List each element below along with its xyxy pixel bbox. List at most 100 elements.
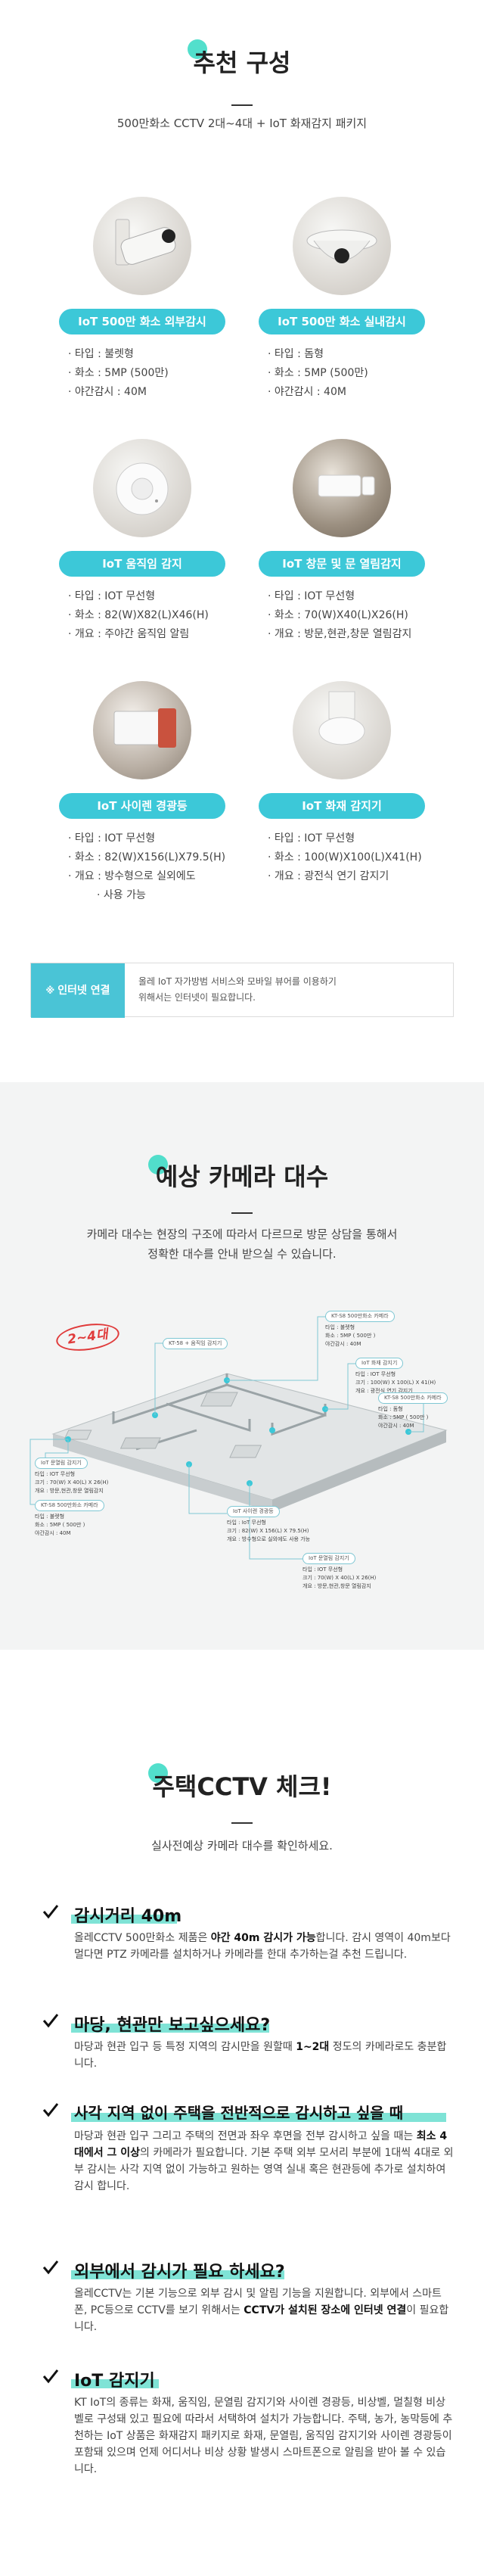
callout-outdoor-camera: KT-S8 500만화소 카메라 타입 : 불렛형 화소 : 5MP ( 500… [325,1311,395,1349]
checkmark-icon [42,2369,59,2384]
callout-title: IoT 문열림 감지기 [35,1458,88,1469]
spec-item: 화소 : 70(W)X40(L)X26(H) [268,606,411,625]
callout-line: 타입 : 불렛형 [35,1514,65,1520]
spec-item: 개요 : 방문,현관,창문 열림감지 [268,625,412,644]
callout-motion-sensor: KT-58 + 움직임 감지기 [163,1338,228,1351]
siren-image [93,681,191,779]
callout-outdoor-camera-left: KT-S8 500만화소 카메라 타입 : 불렛형 화소 : 5MP ( 500… [35,1500,104,1538]
callout-line: 크기 : 82(W) X 156(L) X 79.5(H) [227,1528,309,1534]
body-emphasis: 1~2대 [296,2041,330,2053]
callout-siren: IoT 사이렌 경광등 타입 : IoT 무선형 크기 : 82(W) X 15… [227,1506,310,1544]
spec-item: 개요 : 광전식 연기 감지기 [268,867,422,886]
callout-line: 타입 : 돔형 [378,1406,403,1412]
product-label: IoT 움직임 감지 [59,551,225,577]
motion-sensor-image [93,439,191,537]
product-card-door-sensor[interactable]: IoT 창문 및 문 열림감지 타입 : IOT 무선형 화소 : 70(W)X… [244,439,440,666]
callout-line: 타입 : IoT 무선형 [227,1520,266,1526]
product-card-fire-detector[interactable]: IoT 화재 감지기 타입 : IOT 무선형 화소 : 100(W)X100(… [244,681,440,908]
body-text: 의 카메라가 필요합니다. 기본 주택 외부 모서리 부분에 1대씩 4대로 외… [74,2147,454,2192]
callout-line: 개요 : 방문,현관,창문 열림감지 [35,1488,104,1494]
item-title: 사각 지역 없이 주택을 전반적으로 감시하고 싶을 때 [74,2104,404,2122]
callout-line: 개요 : 방수형으로 실외에도 사용 가능 [227,1536,311,1542]
recommended-config-section: 추천 구성 500만화소 CCTV 2대~4대 + IoT 화재감지 패키지 I… [0,0,484,1082]
notice-tag-label: 인터넷 연결 [57,985,110,997]
spec-list: 타입 : IOT 무선형 화소 : 100(W)X100(L)X41(H) 개요… [268,829,422,886]
product-label: IoT 창문 및 문 열림감지 [259,551,425,577]
callout-line: 야간감시 : 40M [35,1530,71,1536]
callout-line: 타입 : IOT 무선형 [355,1371,396,1377]
divider [231,1212,253,1214]
callout-door-sensor-bottom: IoT 문열림 감지기 타입 : IOT 무선형 크기 : 70(W) X 40… [302,1553,376,1591]
checkmark-icon [42,2014,59,2028]
item-body: 올레CCTV 500만화소 제품은 야간 40m 감시가 가능합니다. 감시 영… [74,1930,454,1963]
callout-line: 타입 : IOT 무선형 [35,1471,76,1477]
spec-item: 타입 : 불렛형 [68,345,169,364]
body-emphasis: 야간 40m 감시가 가능 [210,1932,316,1944]
product-card-siren[interactable]: IoT 사이렌 경광등 타입 : IOT 무선형 화소 : 82(W)X156(… [44,681,240,908]
spec-list: 타입 : 불렛형 화소 : 5MP (500만) 야간감시 : 40M [68,345,169,402]
callout-line: 개요 : 광전식 연기 감지기 [355,1388,413,1394]
callout-title: KT-S8 500만화소 카메라 [325,1311,395,1322]
product-label: IoT 500만 화소 실내감시 [259,309,425,334]
callout-line: 화소 : 5MP ( 500만 ) [35,1522,85,1528]
callout-line: 타입 : IOT 무선형 [302,1566,343,1573]
item-title: 외부에서 감시가 필요 하세요? [74,2263,285,2282]
check-item-iot: IoT 감지기 KT IoT의 종류는 화재, 움직임, 문열림 감지기와 사이… [30,2364,454,2478]
body-text: 합니다. 감시 영역이 40m보다 멀다면 PTZ 카메라를 설치하거나 카메라… [74,1932,451,1961]
spec-item-continued: 사용 가능 [68,886,225,905]
decor-dot [188,39,207,59]
notice-message: 올레 IoT 자가방범 서비스와 모바일 뷰어를 이용하기 위해서는 인터넷이 … [138,974,441,1006]
notice-line: 위해서는 인터넷이 필요합니다. [138,992,256,1003]
spec-list: 타입 : IOT 무선형 화소 : 70(W)X40(L)X26(H) 개요 :… [268,587,412,644]
callout-line: 야간감시 : 40M [325,1341,361,1347]
spec-item: 타입 : IOT 무선형 [268,587,411,606]
product-card-motion-sensor[interactable]: IoT 움직임 감지 타입 : IOT 무선형 화소 : 82(W)X82(L)… [44,439,240,666]
product-card-outdoor-camera[interactable]: IoT 500만 화소 외부감시 타입 : 불렛형 화소 : 5MP (500만… [44,197,240,424]
check-item-yard: 마당, 현관만 보고싶으세요? 마당과 현관 입구 등 특정 지역의 감시만을 … [30,2008,454,2072]
spec-item: 개요 : 주야간 움직임 알림 [68,625,209,644]
fire-detector-image [293,681,391,779]
callout-door-sensor-left: IoT 문열림 감지기 타입 : IOT 무선형 크기 : 70(W) X 40… [35,1458,108,1495]
spec-item: 개요 : 방수형으로 실외에도 [68,867,225,886]
notice-tag: ※인터넷 연결 [31,963,125,1018]
callout-fire-detector: IoT 화재 감지기 타입 : IOT 무선형 크기 : 100(W) X 10… [355,1358,436,1395]
section-subtitle: 500만화소 CCTV 2대~4대 + IoT 화재감지 패키지 [116,117,368,130]
item-title: 감시거리 40m [74,1907,182,1926]
desc-line: 카메라 대수는 현장의 구조에 따라서 다르므로 방문 상담을 통해서 [86,1227,398,1241]
title-highlight [71,1915,177,1924]
floor-plan-illustration [29,1316,448,1560]
spec-item: 화소 : 5MP (500만) [268,364,368,383]
body-emphasis: 최소 4대에서 그 이상 [74,2130,448,2159]
callout-line: 크기 : 70(W) X 40(L) X 26(H) [35,1479,109,1486]
decor-dot [148,1155,168,1174]
item-body: KT IoT의 종류는 화재, 움직임, 문열림 감지기와 사이렌 경광등, 비… [74,2394,454,2478]
callout-title: KT-58 + 움직임 감지기 [163,1338,228,1349]
callout-line: 타입 : 불렛형 [325,1324,355,1330]
item-body: 마당과 현관 입구 그리고 주택의 전면과 좌우 후면을 전부 감시하고 싶을 … [74,2128,454,2195]
spec-item: 화소 : 5MP (500만) [68,364,169,383]
checkmark-icon [42,1905,59,1919]
body-emphasis: CCTV가 설치된 장소에 인터넷 연결 [244,2304,407,2316]
title-highlight [71,2113,446,2122]
spec-item: 화소 : 100(W)X100(L)X41(H) [268,848,422,867]
internet-notice: ※인터넷 연결 올레 IoT 자가방범 서비스와 모바일 뷰어를 이용하기 위해… [30,963,454,1018]
check-item-distance: 감시거리 40m 올레CCTV 500만화소 제품은 야간 40m 감시가 가능… [30,1899,454,1963]
spec-item: 타입 : 돔형 [268,345,368,364]
product-label: IoT 500만 화소 외부감시 [59,309,225,334]
section-title: 예상 카메라 대수 [155,1162,329,1191]
product-card-indoor-camera[interactable]: IoT 500만 화소 실내감시 타입 : 돔형 화소 : 5MP (500만)… [244,197,440,424]
body-text: 이 필요합니다. [74,2304,449,2333]
divider [231,1822,253,1824]
checkmark-icon [42,2103,59,2117]
spec-list: 타입 : IOT 무선형 화소 : 82(W)X156(L)X79.5(H) 개… [68,829,225,905]
spec-item: 타입 : IOT 무선형 [68,587,209,606]
spec-list: 타입 : 돔형 화소 : 5MP (500만) 야간감시 : 40M [268,345,368,402]
decor-dot [148,1763,168,1783]
body-text: 올레CCTV는 기본 기능으로 외부 감시 및 알림 기능을 지원합니다. 외부… [74,2288,442,2316]
title-highlight [71,2024,269,2033]
callout-indoor-camera: KT-S8 500만화소 카메라 타입 : 돔형 화소 : 5MP ( 500만… [378,1392,448,1430]
callout-line: 개요 : 방문,현관,창문 열림감지 [302,1583,371,1589]
callout-line: 야간감시 : 40M [378,1423,414,1429]
spec-item: 야간감시 : 40M [268,383,368,402]
